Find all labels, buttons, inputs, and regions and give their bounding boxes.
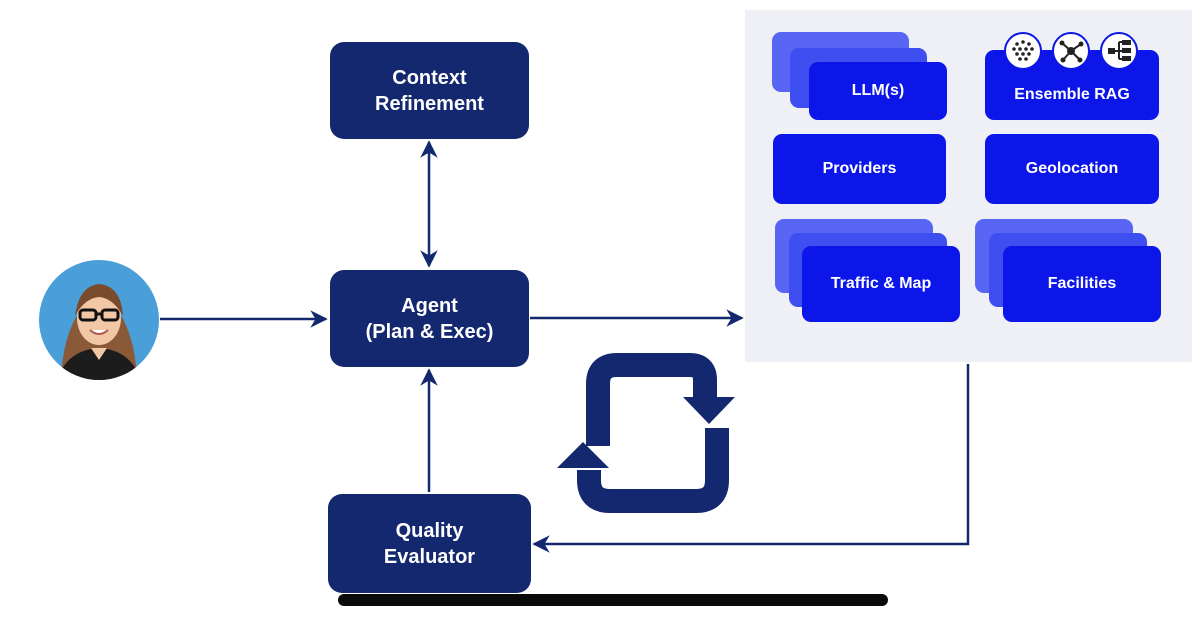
geolocation-label: Geolocation bbox=[1025, 160, 1119, 177]
tree-hierarchy-icon bbox=[1100, 32, 1138, 70]
quality-evaluator-node: Quality Evaluator bbox=[328, 494, 531, 593]
providers-tool: Providers bbox=[773, 134, 946, 204]
llm-label: LLM(s) bbox=[851, 82, 905, 99]
tools-to-evaluator-arrow bbox=[532, 364, 970, 553]
geolocation-tool: Geolocation bbox=[985, 134, 1159, 204]
quality-evaluator-label: Quality Evaluator bbox=[383, 519, 476, 568]
user-avatar-icon bbox=[39, 260, 159, 380]
network-graph-icon bbox=[1052, 32, 1090, 70]
llm-tool: LLM(s) bbox=[809, 62, 947, 120]
dot-cluster-icon bbox=[1004, 32, 1042, 70]
refresh-cycle-icon bbox=[557, 353, 735, 513]
context-refinement-node: Context Refinement bbox=[330, 42, 529, 139]
tools-panel: LLM(s) Ensemble RAG Providers Ge bbox=[745, 10, 1192, 362]
traffic-map-label: Traffic & Map bbox=[830, 275, 932, 292]
traffic-map-tool: Traffic & Map bbox=[802, 246, 960, 322]
context-refinement-label: Context Refinement bbox=[375, 66, 484, 115]
providers-label: Providers bbox=[822, 160, 897, 177]
facilities-tool: Facilities bbox=[1003, 246, 1161, 322]
agent-node: Agent (Plan & Exec) bbox=[330, 270, 529, 367]
facilities-label: Facilities bbox=[1047, 275, 1117, 292]
ensemble-rag-label: Ensemble RAG bbox=[1014, 86, 1130, 103]
agent-label: Agent (Plan & Exec) bbox=[365, 294, 494, 343]
